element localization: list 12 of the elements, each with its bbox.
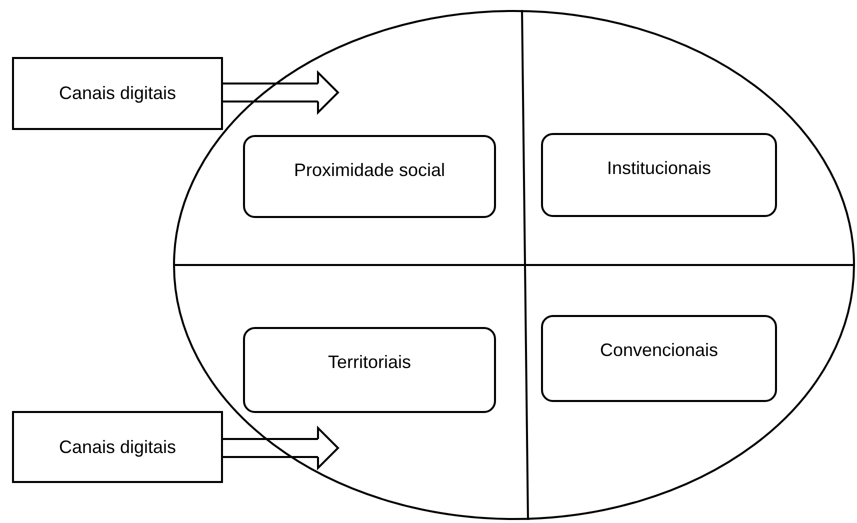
text-box — [12, 411, 223, 483]
rounded-box — [541, 133, 777, 217]
box-label: Canais digitais — [58, 436, 176, 458]
box-label: Proximidade social — [294, 159, 446, 182]
rounded-box — [243, 327, 496, 413]
box-label: Canais digitais — [58, 82, 176, 105]
text-box — [12, 57, 223, 130]
box-label: Territoriais — [328, 351, 411, 374]
box-label: Convencionais — [600, 339, 718, 362]
rounded-box — [541, 315, 777, 402]
rounded-box — [243, 135, 496, 218]
box-label: Institucionais — [606, 157, 712, 180]
